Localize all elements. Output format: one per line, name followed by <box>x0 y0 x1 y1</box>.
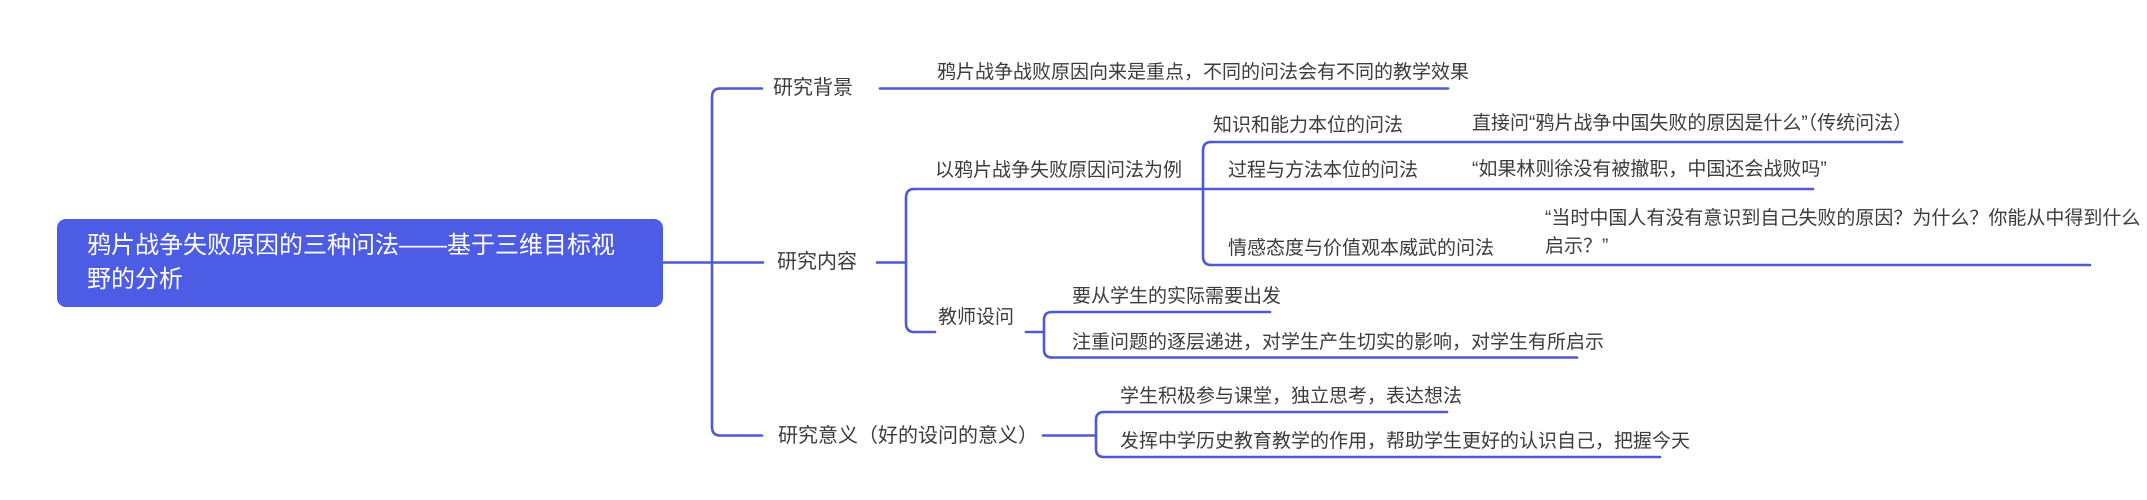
topic-significance-leaf1[interactable]: 学生积极参与课堂，独立思考，表达想法 <box>1120 386 1463 407</box>
edge-sig-bracket <box>1094 410 1106 459</box>
branch-background[interactable]: 研究背景 <box>773 77 853 99</box>
note-process-method[interactable]: “如果林则徐没有被撤职，中国还会战败吗” <box>1472 159 1827 180</box>
branch-content[interactable]: 研究内容 <box>777 251 857 273</box>
branch-significance[interactable]: 研究意义（好的设问的意义） <box>778 425 1038 447</box>
topic-example[interactable]: 以鸦片战争失败原因问法为例 <box>935 160 1183 181</box>
topic-process-method[interactable]: 过程与方法本位的问法 <box>1228 160 1419 181</box>
root-topic[interactable]: 鸦片战争失败原因的三种问法——基于三维目标视野的分析 <box>57 219 663 307</box>
edge-content-bracket <box>904 187 916 334</box>
topic-knowledge-ability[interactable]: 知识和能力本位的问法 <box>1213 115 1404 136</box>
edge-teacher-bracket <box>1042 310 1054 359</box>
topic-teacher-question[interactable]: 教师设问 <box>938 307 1015 328</box>
topic-emotion-value[interactable]: 情感态度与价值观本威武的问法 <box>1228 238 1495 259</box>
topic-teacher-leaf1[interactable]: 要从学生的实际需要出发 <box>1072 286 1282 307</box>
topic-significance-leaf2[interactable]: 发挥中学历史教育教学的作用，帮助学生更好的认识自己，把握今天 <box>1120 431 1691 452</box>
note-emotion-value[interactable]: “当时中国人有没有意识到自己失败的原因？为什么？你能从中得到什么启示？” <box>1545 208 2141 257</box>
topic-background-point[interactable]: 鸦片战争战败原因向来是重点，不同的问法会有不同的教学效果 <box>937 62 1470 83</box>
note-knowledge-ability[interactable]: 直接问“鸦片战争中国失败的原因是什么”（传统问法） <box>1472 113 1913 134</box>
topic-teacher-leaf2[interactable]: 注重问题的逐层递进，对学生产生切实的影响，对学生有所启示 <box>1072 332 1605 353</box>
edge-example-bracket <box>1201 140 1213 267</box>
